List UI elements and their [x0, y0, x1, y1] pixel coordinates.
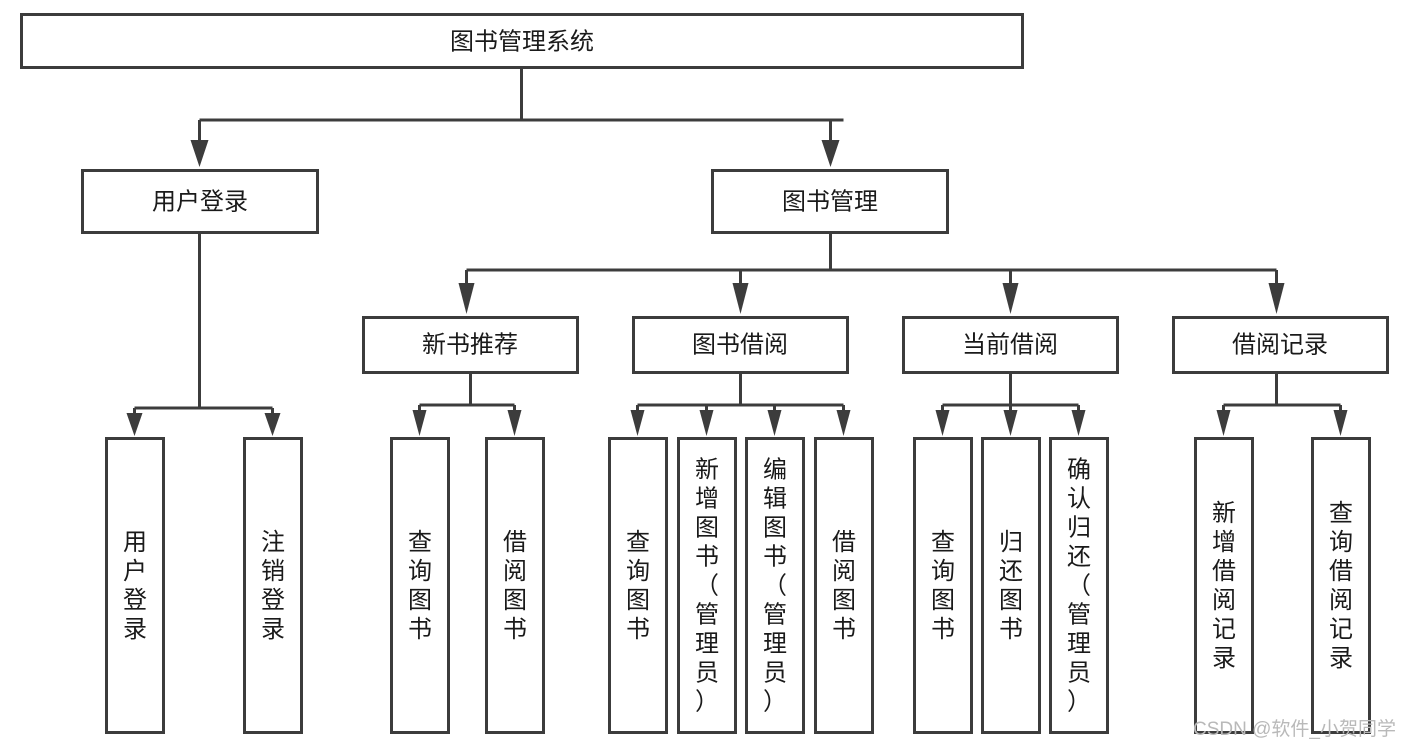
node-leaf-confirm-return-box[interactable] [1049, 437, 1109, 734]
node-leaf-add-book-box[interactable] [677, 437, 737, 734]
arrowhead-leaf-edit-book [767, 410, 782, 436]
node-leaf-edit-book[interactable]: 编辑图书（管理员） [745, 437, 805, 734]
node-book-management[interactable]: 图书管理 [711, 169, 949, 234]
node-root[interactable]: 图书管理系统 [20, 13, 1024, 69]
node-root-label: 图书管理系统 [450, 28, 594, 55]
node-leaf-query-book-2-label: 查询图书 [626, 529, 650, 643]
node-leaf-user-login[interactable]: 用户登录 [105, 437, 165, 734]
arrowhead-leaf-query-book-2 [630, 410, 645, 436]
arrowhead-leaf-query-book-3 [935, 410, 950, 436]
node-book-management-label: 图书管理 [782, 188, 878, 215]
arrowhead-leaf-borrow-book-1 [507, 410, 522, 436]
node-leaf-query-book-2[interactable]: 查询图书 [608, 437, 668, 734]
node-leaf-query-record[interactable]: 查询借阅记录 [1311, 437, 1371, 734]
arrowhead-new-book-recommend [458, 283, 475, 314]
leaf-node-layer: 用户登录 注销登录 查询图书 借阅图书 查询图书 新增图书（管理员） [105, 437, 1371, 734]
node-current-borrow-label: 当前借阅 [962, 331, 1058, 358]
node-user-login[interactable]: 用户登录 [81, 169, 319, 234]
node-leaf-edit-book-label: 编辑图书（管理员） [763, 457, 787, 716]
node-book-borrow-label: 图书借阅 [692, 331, 788, 358]
node-book-borrow[interactable]: 图书借阅 [632, 316, 849, 374]
node-leaf-borrow-book-1[interactable]: 借阅图书 [485, 437, 545, 734]
node-leaf-query-book-3[interactable]: 查询图书 [913, 437, 973, 734]
arrowhead-leaf-add-book [699, 410, 714, 436]
node-leaf-add-record-label: 新增借阅记录 [1212, 500, 1236, 672]
node-leaf-borrow-book-2-box[interactable] [814, 437, 874, 734]
node-leaf-edit-book-box[interactable] [745, 437, 805, 734]
node-leaf-query-book-1-label: 查询图书 [408, 529, 432, 643]
node-leaf-add-book[interactable]: 新增图书（管理员） [677, 437, 737, 734]
node-leaf-user-login-box[interactable] [105, 437, 165, 734]
node-leaf-query-book-1-box[interactable] [390, 437, 450, 734]
node-root-box[interactable] [20, 13, 1024, 69]
node-leaf-query-book-1[interactable]: 查询图书 [390, 437, 450, 734]
node-leaf-borrow-book-2[interactable]: 借阅图书 [814, 437, 874, 734]
node-new-book-recommend-label: 新书推荐 [422, 331, 518, 358]
node-book-borrow-box[interactable] [632, 316, 849, 374]
node-leaf-query-record-box[interactable] [1311, 437, 1371, 734]
csdn-watermark: CSDN @软件_小贺同学 [1193, 718, 1396, 740]
arrowhead-leaf-add-record [1216, 410, 1231, 436]
arrowhead-book-management [821, 140, 840, 167]
node-leaf-return-book-label: 归还图书 [999, 529, 1023, 643]
arrowhead-leaf-borrow-book-2 [836, 410, 851, 436]
arrowhead-current-borrow [1002, 283, 1019, 314]
arrowhead-leaf-query-book-1 [412, 410, 427, 436]
arrowhead-leaf-query-record [1333, 410, 1348, 436]
arrowhead-borrow-record [1268, 283, 1285, 314]
node-leaf-add-record-box[interactable] [1194, 437, 1254, 734]
node-leaf-borrow-book-2-label: 借阅图书 [832, 529, 856, 643]
node-borrow-record-label: 借阅记录 [1232, 331, 1328, 358]
node-leaf-user-logout-box[interactable] [243, 437, 303, 734]
node-leaf-add-record[interactable]: 新增借阅记录 [1194, 437, 1254, 734]
node-user-login-label: 用户登录 [152, 188, 248, 215]
arrowhead-leaf-confirm-return [1071, 410, 1086, 436]
node-leaf-return-book[interactable]: 归还图书 [981, 437, 1041, 734]
node-leaf-query-record-label: 查询借阅记录 [1329, 500, 1353, 672]
node-book-management-box[interactable] [711, 169, 949, 234]
node-current-borrow[interactable]: 当前借阅 [902, 316, 1119, 374]
connector-layer [126, 68, 1348, 436]
node-leaf-user-logout[interactable]: 注销登录 [243, 437, 303, 734]
arrowhead-user-login [190, 140, 209, 167]
arrowhead-leaf-return-book [1003, 410, 1018, 436]
node-new-book-recommend-box[interactable] [362, 316, 579, 374]
node-current-borrow-box[interactable] [902, 316, 1119, 374]
node-leaf-add-book-label: 新增图书（管理员） [695, 457, 719, 716]
node-leaf-confirm-return-label: 确认归还（管理员） [1067, 457, 1091, 716]
node-leaf-borrow-book-1-box[interactable] [485, 437, 545, 734]
node-leaf-user-login-label: 用户登录 [123, 529, 147, 643]
node-new-book-recommend[interactable]: 新书推荐 [362, 316, 579, 374]
node-leaf-query-book-2-box[interactable] [608, 437, 668, 734]
arrowhead-leaf-user-login [126, 413, 143, 436]
node-leaf-user-logout-label: 注销登录 [261, 529, 285, 643]
node-leaf-borrow-book-1-label: 借阅图书 [503, 529, 527, 643]
node-leaf-return-book-box[interactable] [981, 437, 1041, 734]
node-leaf-query-book-3-box[interactable] [913, 437, 973, 734]
arrowhead-leaf-user-logout [264, 413, 281, 436]
arrowhead-book-borrow [732, 283, 749, 314]
node-borrow-record[interactable]: 借阅记录 [1172, 316, 1389, 374]
node-user-login-box[interactable] [81, 169, 319, 234]
node-leaf-query-book-3-label: 查询图书 [931, 529, 955, 643]
node-leaf-confirm-return[interactable]: 确认归还（管理员） [1049, 437, 1109, 734]
node-borrow-record-box[interactable] [1172, 316, 1389, 374]
